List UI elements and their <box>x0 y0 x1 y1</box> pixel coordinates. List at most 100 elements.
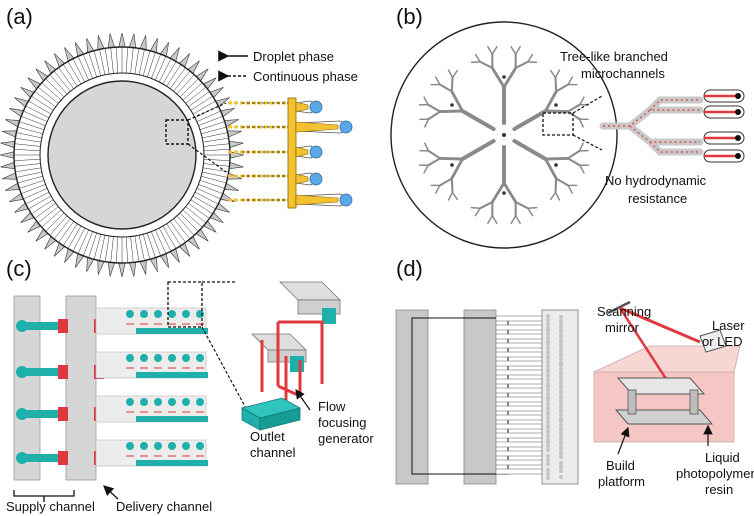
emulsion-droplet <box>546 438 550 442</box>
nozzle-channel <box>495 405 543 412</box>
branch-channel <box>566 157 581 167</box>
platform-leg <box>689 389 699 415</box>
droplet <box>168 398 176 406</box>
emulsion-droplet <box>559 403 563 407</box>
branch-channel <box>438 109 464 114</box>
emulsion-droplet <box>546 336 550 340</box>
emulsion-droplet <box>559 385 563 389</box>
branch-channel <box>424 142 430 152</box>
emulsion-droplet <box>559 409 563 413</box>
panel-a-label: (a) <box>6 4 33 29</box>
zoom-box <box>165 119 189 145</box>
teal-post <box>290 356 304 372</box>
ring-channel-line <box>169 221 186 243</box>
ring-channel-line <box>194 192 219 205</box>
ring-channel-line <box>147 232 156 258</box>
ring-channel-line <box>162 61 177 85</box>
emulsion-droplet <box>559 353 563 357</box>
ring-channel-line <box>130 236 134 263</box>
zoom-line-bottom <box>201 326 249 413</box>
droplet <box>339 193 353 207</box>
branch-channel <box>447 191 454 201</box>
teal-post <box>322 308 336 324</box>
ring-channel-line <box>93 234 102 260</box>
emulsion-droplet <box>546 350 550 354</box>
build-label-2: platform <box>598 474 645 489</box>
supply-inlet <box>16 452 28 464</box>
branch-channel <box>514 215 521 224</box>
branch-channel <box>578 118 584 128</box>
inlet-channel-right <box>463 309 497 485</box>
emulsion-droplet <box>559 475 563 479</box>
red-channel <box>260 340 288 402</box>
emulsion-droplet <box>546 364 550 368</box>
branch-channel <box>554 177 558 194</box>
ring-channel-line <box>25 105 50 118</box>
flow-arrow <box>295 389 311 411</box>
ring-channel-line <box>88 232 97 258</box>
branch-channel <box>510 215 517 224</box>
ring-channel-line <box>138 49 145 75</box>
droplet <box>168 354 176 362</box>
ring-channel-line <box>58 221 75 243</box>
branch-channel <box>470 60 481 64</box>
ring-channel-line <box>31 199 54 215</box>
emulsion-droplet <box>546 458 550 462</box>
branch-channel <box>427 149 442 160</box>
ring-channel-line <box>62 64 78 87</box>
ring-channel-line <box>192 195 216 210</box>
emulsion-droplet <box>559 445 563 449</box>
ring-channel-line <box>182 82 203 101</box>
zoom-line-bottom <box>187 143 227 173</box>
ring-channel-line <box>15 137 42 143</box>
annot-tree-branched: Tree-like branched <box>560 49 668 64</box>
ring-channel-line <box>159 58 172 83</box>
ring-channel-line <box>176 215 195 236</box>
supply-feed <box>20 454 58 462</box>
step-emulsification-device <box>395 309 579 485</box>
branch-channel <box>450 177 454 194</box>
zoom-line-top <box>572 95 603 114</box>
nozzle-channel <box>495 315 543 322</box>
emulsion-droplet <box>546 368 550 372</box>
branch-channel <box>438 156 464 161</box>
central-reservoir <box>47 80 197 230</box>
emulsion-droplet <box>546 360 550 364</box>
panel-d-label: (d) <box>396 256 423 281</box>
supply-valve <box>58 451 68 465</box>
ring-channel-line <box>16 171 42 178</box>
emulsion-droplet <box>546 332 550 336</box>
branch-channel <box>478 60 494 70</box>
emulsion-droplet <box>546 378 550 382</box>
branch-channel <box>579 96 585 106</box>
ring-channel-line <box>37 206 59 224</box>
emulsion-droplet <box>559 455 563 459</box>
inlet-dot <box>450 163 454 167</box>
flow-focusing-3d-detail <box>240 281 341 431</box>
branch-channel <box>438 83 453 93</box>
ring-channel-line <box>72 58 85 83</box>
red-channel <box>276 320 324 398</box>
outlet-dot <box>735 135 741 141</box>
branch-channel <box>427 103 442 113</box>
branch-detail-channel <box>599 96 704 156</box>
branch-channel <box>423 96 429 106</box>
droplet <box>196 398 204 406</box>
ring-channel-line <box>179 212 199 232</box>
branch-channel <box>544 157 558 181</box>
ring-channel-line <box>49 74 68 95</box>
droplet <box>154 310 162 318</box>
ring-channel-line <box>116 47 118 74</box>
ring-channel-line <box>162 225 177 249</box>
ring-channel-line <box>14 143 41 147</box>
branch-channel <box>554 191 561 201</box>
nozzle-fill <box>295 173 309 185</box>
emulsion-droplet <box>559 357 563 361</box>
ring-channel-line <box>88 52 97 78</box>
ring-channel-line <box>58 67 75 89</box>
emulsion-droplet <box>546 340 550 344</box>
ring-channel-line <box>53 218 71 240</box>
ring-channel-line <box>179 78 199 98</box>
inlet-dot <box>554 103 558 107</box>
branch-channel <box>460 109 496 131</box>
